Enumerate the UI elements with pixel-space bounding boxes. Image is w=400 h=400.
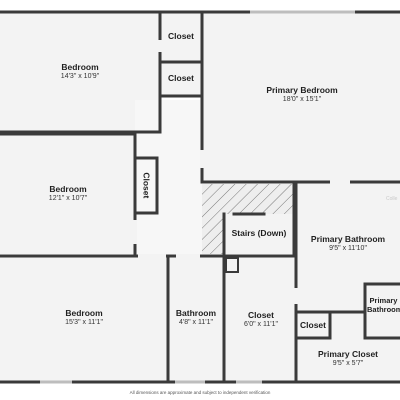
room-dimensions: 4'8" x 11'1" xyxy=(179,318,213,326)
room-closet-3: Closet xyxy=(141,163,152,207)
room-bedroom-3: Bedroom 15'3" x 11'1" xyxy=(24,308,144,327)
room-stairs: Stairs (Down) xyxy=(224,228,294,239)
room-name: Closet xyxy=(141,172,152,199)
room-name: Stairs (Down) xyxy=(231,228,287,238)
room-name: Bedroom xyxy=(61,62,99,72)
room-name: Closet xyxy=(168,31,194,41)
room-dimensions: 15'3" x 11'1" xyxy=(65,318,103,326)
room-name: Closet xyxy=(248,310,274,320)
room-dimensions: 12'1" x 10'7" xyxy=(48,194,88,202)
room-name: Primary Closet xyxy=(318,349,378,359)
room-closet-1: Closet xyxy=(160,31,202,42)
stairs-landing xyxy=(224,214,294,254)
room-dimensions: 9'5" x 11'10" xyxy=(329,244,367,252)
room-bedroom-2: Bedroom 12'1" x 10'7" xyxy=(8,184,128,203)
room-closet-5: Closet xyxy=(296,320,330,331)
room-primary-bathroom: Primary Bathroom 9'5" x 11'10" xyxy=(298,234,398,253)
room-name: Primary Bathroom xyxy=(310,234,386,244)
room-bathroom: Bathroom 4'8" x 11'1" xyxy=(168,308,224,327)
room-dimensions: 6'0" x 11'1" xyxy=(244,320,278,328)
room-primary-closet: Primary Closet 9'5" x 5'7" xyxy=(300,349,396,368)
watermark: Colle xyxy=(386,196,398,202)
room-dimensions: 18'0" x 15'1" xyxy=(282,95,322,103)
room-name: Bathroom xyxy=(175,308,217,318)
room-name: Bedroom xyxy=(65,308,103,318)
windows xyxy=(40,10,355,384)
room-name: Primary Bedroom xyxy=(266,85,338,95)
room-floors xyxy=(0,12,400,382)
room-closet-4: Closet 6'0" x 11'1" xyxy=(226,310,296,329)
room-name: Closet xyxy=(300,320,326,330)
room-closet-2: Closet xyxy=(160,73,202,84)
disclaimer: All dimensions are approximate and subje… xyxy=(129,390,271,395)
room-dimensions: 9'5" x 5'7" xyxy=(332,359,364,367)
door-openings xyxy=(133,40,350,304)
room-name: Bedroom xyxy=(49,184,87,194)
room-primary-bedroom: Primary Bedroom 18'0" x 15'1" xyxy=(242,85,362,104)
room-primary-bathroom-small: Primary Bathroom xyxy=(367,296,400,315)
room-dimensions: 14'3" x 10'9" xyxy=(60,72,100,80)
room-name: Primary Bathroom xyxy=(367,296,400,315)
room-name: Closet xyxy=(168,73,194,83)
room-bedroom-1: Bedroom 14'3" x 10'9" xyxy=(20,62,140,81)
